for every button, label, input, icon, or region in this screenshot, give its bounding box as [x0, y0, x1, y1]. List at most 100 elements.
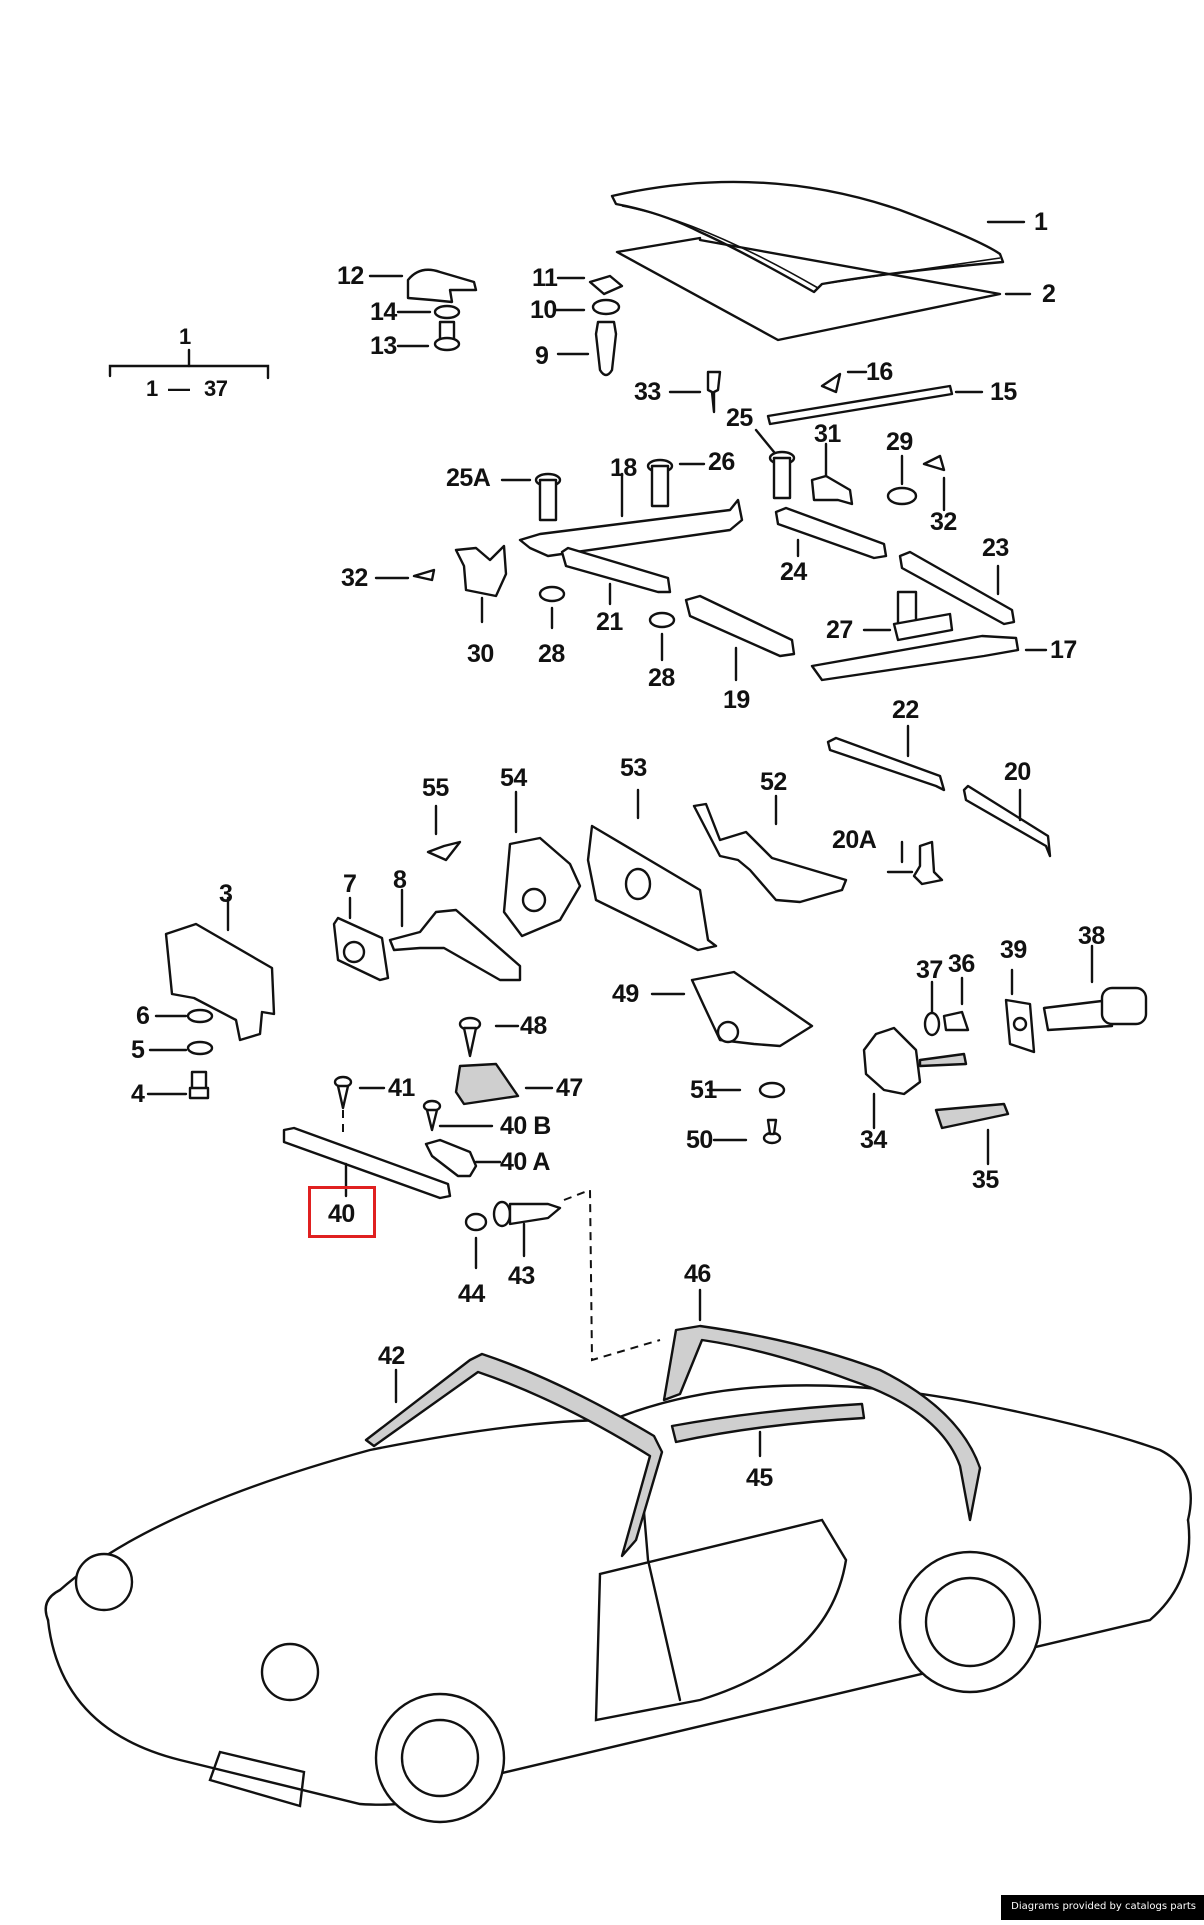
- part-1-roof-panel[interactable]: [610, 180, 1026, 294]
- label-23[interactable]: 23: [982, 534, 1009, 562]
- label-33[interactable]: 33: [634, 378, 661, 406]
- part-22-trim-strip[interactable]: [826, 724, 946, 792]
- label-48[interactable]: 48: [520, 1012, 547, 1040]
- label-49[interactable]: 49: [612, 980, 639, 1008]
- part-37-washer[interactable]: [923, 980, 941, 1037]
- label-32-left[interactable]: 32: [341, 564, 368, 592]
- part-16-screw[interactable]: [820, 370, 868, 394]
- label-17[interactable]: 17: [1050, 636, 1077, 664]
- label-20A[interactable]: 20A: [832, 826, 877, 854]
- part-35-seal[interactable]: [934, 1102, 1010, 1166]
- label-39[interactable]: 39: [1000, 936, 1027, 964]
- part-52-bracket[interactable]: [692, 794, 848, 904]
- label-32-right[interactable]: 32: [930, 508, 957, 536]
- label-54[interactable]: 54: [500, 764, 527, 792]
- part-40A-bracket[interactable]: [424, 1138, 502, 1178]
- label-51[interactable]: 51: [690, 1076, 717, 1104]
- part-9-stud[interactable]: [556, 320, 618, 377]
- part-34-lock-pin[interactable]: [862, 1026, 968, 1130]
- part-44-cap[interactable]: [464, 1212, 488, 1270]
- part-13-screw[interactable]: [396, 320, 461, 352]
- part-8-handle[interactable]: [388, 888, 522, 982]
- part-12-clip[interactable]: [368, 268, 478, 304]
- part-28-circlip-b[interactable]: [648, 611, 676, 662]
- part-27-hinge[interactable]: [862, 590, 954, 642]
- part-46-roll-bar-seal[interactable]: [662, 1288, 982, 1522]
- label-16[interactable]: 16: [866, 358, 893, 386]
- part-39-plate[interactable]: [1004, 968, 1036, 1054]
- label-18[interactable]: 18: [610, 454, 637, 482]
- label-36[interactable]: 36: [948, 950, 975, 978]
- part-24-link[interactable]: [774, 506, 888, 560]
- part-3-lock[interactable]: [164, 896, 276, 1042]
- part-55-screw[interactable]: [426, 804, 462, 862]
- label-47[interactable]: 47: [556, 1074, 583, 1102]
- label-38[interactable]: 38: [1078, 922, 1105, 950]
- label-37[interactable]: 37: [916, 956, 943, 984]
- label-20[interactable]: 20: [1004, 758, 1031, 786]
- label-1[interactable]: 1: [1034, 208, 1048, 236]
- label-43[interactable]: 43: [508, 1262, 535, 1290]
- part-14-washer[interactable]: [396, 304, 461, 320]
- label-9[interactable]: 9: [535, 342, 549, 370]
- label-35[interactable]: 35: [972, 1166, 999, 1194]
- label-15[interactable]: 15: [990, 378, 1017, 406]
- label-34[interactable]: 34: [860, 1126, 887, 1154]
- label-45[interactable]: 45: [746, 1464, 773, 1492]
- part-23-link[interactable]: [898, 550, 1016, 626]
- label-13[interactable]: 13: [370, 332, 397, 360]
- part-40-bracket[interactable]: [282, 1126, 452, 1200]
- part-47-buffer[interactable]: [454, 1062, 554, 1106]
- part-7-bezel[interactable]: [332, 896, 390, 982]
- part-18-link[interactable]: [518, 472, 744, 558]
- part-19-frame-rail[interactable]: [684, 594, 796, 682]
- label-28-a[interactable]: 28: [538, 640, 565, 668]
- label-14[interactable]: 14: [370, 298, 397, 326]
- part-43-screw[interactable]: [492, 1200, 562, 1258]
- label-44[interactable]: 44: [458, 1280, 485, 1308]
- part-4-screw[interactable]: [146, 1070, 210, 1100]
- label-21[interactable]: 21: [596, 608, 623, 636]
- part-36-screw[interactable]: [942, 976, 970, 1032]
- part-20A-clip[interactable]: [886, 840, 944, 886]
- part-31-bracket[interactable]: [810, 442, 854, 506]
- part-41-screw[interactable]: [333, 1075, 386, 1136]
- label-40B[interactable]: 40 B: [500, 1112, 551, 1140]
- label-2[interactable]: 2: [1042, 280, 1056, 308]
- label-27[interactable]: 27: [826, 616, 853, 644]
- label-40[interactable]: 40: [328, 1200, 355, 1228]
- part-26-pin[interactable]: [646, 458, 706, 508]
- label-11[interactable]: 11: [532, 264, 558, 292]
- label-7[interactable]: 7: [343, 870, 357, 898]
- part-32-screw-right[interactable]: [922, 454, 946, 512]
- label-8[interactable]: 8: [393, 866, 407, 894]
- label-3[interactable]: 3: [219, 880, 233, 908]
- part-48-screw[interactable]: [458, 1016, 520, 1058]
- label-46[interactable]: 46: [684, 1260, 711, 1288]
- part-28-circlip-a[interactable]: [538, 585, 566, 630]
- label-41[interactable]: 41: [388, 1074, 415, 1102]
- label-31[interactable]: 31: [814, 420, 841, 448]
- label-12[interactable]: 12: [337, 262, 364, 290]
- label-40A[interactable]: 40 A: [500, 1148, 550, 1176]
- part-25-pin[interactable]: [754, 428, 796, 500]
- part-20-trim-strip[interactable]: [962, 784, 1052, 858]
- label-4[interactable]: 4: [131, 1080, 145, 1108]
- label-30[interactable]: 30: [467, 640, 494, 668]
- label-25[interactable]: 25: [726, 404, 753, 432]
- part-49-bracket[interactable]: [650, 970, 814, 1048]
- label-24[interactable]: 24: [780, 558, 807, 586]
- part-32-screw-left[interactable]: [374, 568, 436, 582]
- part-42-windshield-seal[interactable]: [364, 1352, 664, 1558]
- label-29[interactable]: 29: [886, 428, 913, 456]
- part-29-circlip[interactable]: [886, 454, 918, 506]
- part-38-stop[interactable]: [1042, 944, 1148, 1032]
- label-6[interactable]: 6: [136, 1002, 150, 1030]
- part-5-washer[interactable]: [148, 1040, 214, 1056]
- part-10-washer[interactable]: [554, 298, 621, 316]
- part-6-washer[interactable]: [154, 1008, 214, 1024]
- label-26[interactable]: 26: [708, 448, 735, 476]
- label-42[interactable]: 42: [378, 1342, 405, 1370]
- part-15-rail[interactable]: [766, 384, 984, 426]
- part-54-cover[interactable]: [502, 790, 582, 938]
